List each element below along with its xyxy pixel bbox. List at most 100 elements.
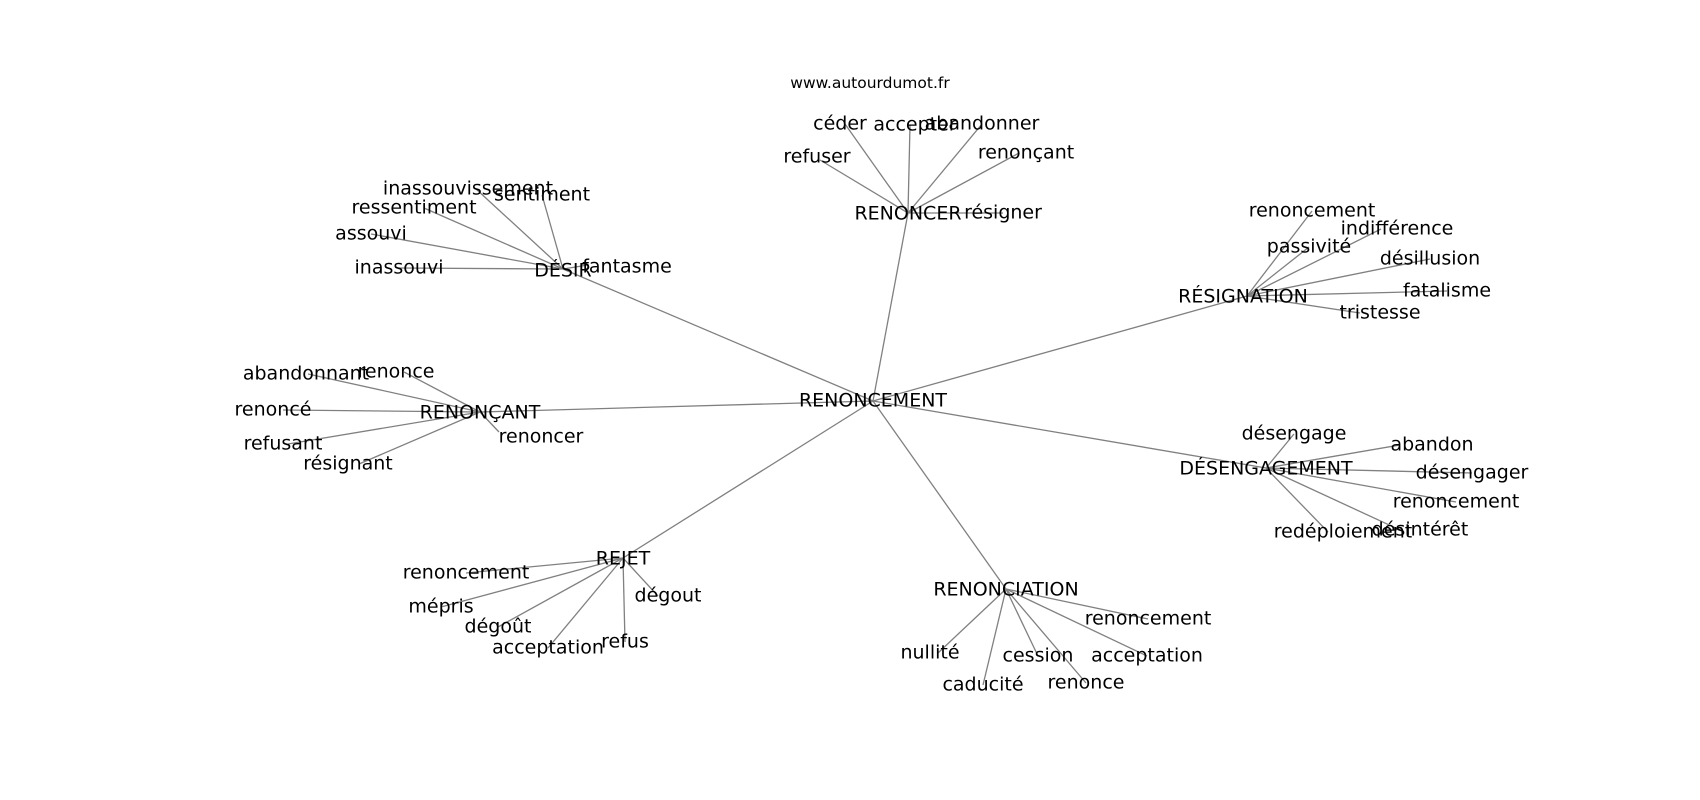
node-hub-renonciation[interactable]: RENONCIATION xyxy=(933,579,1078,601)
node-leaf-fatalisme[interactable]: fatalisme xyxy=(1403,280,1491,302)
edge-renoncer-renoncant xyxy=(907,152,1020,214)
edge-renoncant-renonce xyxy=(282,409,481,413)
edge-desengagement-desengager xyxy=(1265,467,1473,474)
node-leaf-inassouvi[interactable]: inassouvi xyxy=(355,257,444,279)
edge-renoncant-abandonnant xyxy=(307,373,481,413)
node-leaf-degout[interactable]: dégoût xyxy=(465,616,532,638)
edge-rejet-refus xyxy=(622,557,626,643)
edge-desir-ressentiment xyxy=(423,207,564,270)
edge-resignation-passivite xyxy=(1246,246,1310,297)
node-leaf-mepris[interactable]: mépris xyxy=(408,596,473,618)
node-hub-resignation[interactable]: RÉSIGNATION xyxy=(1178,285,1308,308)
edge-renonciation-acceptation xyxy=(1005,588,1148,657)
node-leaf-ressentiment[interactable]: ressentiment xyxy=(351,197,476,219)
edge-resignation-indifference xyxy=(1246,228,1382,297)
node-leaf-sentiment[interactable]: sentiment xyxy=(494,184,590,206)
node-hub-desir[interactable]: DÉSIR xyxy=(534,259,592,282)
node-leaf-renoncement[interactable]: renoncement xyxy=(1249,200,1376,222)
edge-desir-assouvi xyxy=(370,233,564,270)
edge-rejet-acceptation xyxy=(547,557,624,649)
node-hub-rejet[interactable]: REJET xyxy=(596,548,651,570)
node-center-renoncement[interactable]: RENONCEMENT xyxy=(799,390,947,412)
edge-renoncant-refusant xyxy=(287,411,481,445)
edge-resignation-renoncement xyxy=(1246,210,1313,297)
edge-renoncant-renoncer xyxy=(479,411,500,433)
edge-rejet-mepris xyxy=(440,557,624,608)
edge-renonciation-renoncement xyxy=(1005,588,1149,620)
edge-renonciation-caducite xyxy=(982,588,1007,686)
edge-resignation-tristesse xyxy=(1246,295,1361,314)
node-leaf-refus[interactable]: refus xyxy=(601,631,649,653)
node-leaf-tristesse[interactable]: tristesse xyxy=(1339,302,1420,324)
node-leaf-renoncer[interactable]: renoncer xyxy=(499,426,584,448)
edge-desengagement-desengage xyxy=(1265,433,1295,469)
node-leaf-renonce[interactable]: renoncé xyxy=(235,399,312,421)
node-leaf-desillusion[interactable]: désillusion xyxy=(1380,248,1480,270)
source-credit: www.autourdumot.fr xyxy=(790,74,950,92)
edge-center-rejet xyxy=(622,400,874,559)
node-leaf-degout[interactable]: dégout xyxy=(635,585,702,607)
node-leaf-desengager[interactable]: désengager xyxy=(1416,462,1529,484)
node-leaf-renonce[interactable]: renonce xyxy=(1048,672,1125,694)
node-leaf-renoncement[interactable]: renoncement xyxy=(1393,491,1520,513)
edge-rejet-degout xyxy=(497,557,624,628)
edge-renoncer-abandonner xyxy=(907,123,983,214)
edge-renonciation-renonce xyxy=(1005,588,1087,684)
node-hub-renoncant[interactable]: RENONÇANT xyxy=(420,402,541,424)
node-leaf-desinteret[interactable]: désintérêt xyxy=(1372,519,1469,541)
node-leaf-renoncement[interactable]: renoncement xyxy=(403,562,530,584)
edge-renoncant-resignant xyxy=(358,411,481,465)
node-leaf-renoncement[interactable]: renoncement xyxy=(1085,608,1212,630)
node-leaf-caducite[interactable]: caducité xyxy=(942,674,1023,696)
node-leaf-refusant[interactable]: refusant xyxy=(244,433,323,455)
edge-desir-fantasme xyxy=(562,264,589,270)
edge-center-desengagement xyxy=(872,400,1267,469)
node-leaf-renonce[interactable]: renonce xyxy=(358,361,435,383)
node-leaf-refuser[interactable]: refuser xyxy=(783,146,850,168)
node-leaf-fantasme[interactable]: fantasme xyxy=(582,256,672,278)
node-hub-desengagement[interactable]: DÉSENGAGEMENT xyxy=(1179,457,1353,480)
edge-desir-inassouvi xyxy=(398,267,564,270)
edge-desengagement-abandon xyxy=(1265,444,1401,469)
edge-desengagement-redeploiement xyxy=(1265,467,1329,533)
graph-edges xyxy=(282,123,1473,686)
node-leaf-abandonner[interactable]: abandonner xyxy=(925,113,1040,135)
edge-rejet-renoncement xyxy=(465,557,624,574)
node-leaf-resigner[interactable]: résigner xyxy=(964,202,1042,224)
node-leaf-nullite[interactable]: nullité xyxy=(900,642,959,664)
edge-desengagement-renoncement xyxy=(1265,467,1457,503)
node-leaf-ceder[interactable]: céder xyxy=(813,113,867,135)
node-hub-renoncer[interactable]: RENONCER xyxy=(854,203,961,225)
edge-renoncer-ceder xyxy=(844,123,909,214)
node-leaf-resignant[interactable]: résignant xyxy=(303,453,393,475)
node-leaf-renoncant[interactable]: renonçant xyxy=(978,142,1074,164)
node-leaf-assouvi[interactable]: assouvi xyxy=(335,223,407,245)
edge-resignation-fatalisme xyxy=(1246,290,1448,297)
node-leaf-acceptation[interactable]: acceptation xyxy=(1091,645,1203,667)
edge-renoncer-refuser xyxy=(819,159,909,214)
edge-desengagement-desinteret xyxy=(1265,467,1401,531)
edge-center-desir xyxy=(562,268,874,402)
edge-renonciation-nullite xyxy=(937,588,1007,654)
edge-desir-sentiment xyxy=(541,194,564,270)
edge-rejet-degout xyxy=(622,557,659,597)
node-leaf-indifference[interactable]: indifférence xyxy=(1341,218,1454,240)
node-leaf-abandonnant[interactable]: abandonnant xyxy=(243,363,369,385)
node-leaf-acceptation[interactable]: acceptation xyxy=(492,637,604,659)
node-leaf-accepter[interactable]: accepter xyxy=(873,114,956,136)
node-leaf-desengage[interactable]: désengage xyxy=(1242,423,1347,445)
edge-renoncant-renonce xyxy=(403,371,481,413)
edge-center-renoncant xyxy=(479,400,874,413)
node-leaf-abandon[interactable]: abandon xyxy=(1390,434,1473,456)
edge-renoncer-accepter xyxy=(907,124,911,214)
node-leaf-cession[interactable]: cession xyxy=(1003,645,1074,667)
node-leaf-inassouvissement[interactable]: inassouvissement xyxy=(383,178,553,200)
edge-resignation-desillusion xyxy=(1246,258,1431,297)
edge-desir-inassouvissement xyxy=(475,188,564,270)
edge-center-resignation xyxy=(872,295,1248,402)
node-leaf-passivite[interactable]: passivité xyxy=(1267,236,1351,258)
edge-renonciation-cession xyxy=(1005,588,1039,657)
edge-center-renonciation xyxy=(872,400,1007,590)
node-leaf-redeploiement[interactable]: redéploiement xyxy=(1274,521,1412,543)
